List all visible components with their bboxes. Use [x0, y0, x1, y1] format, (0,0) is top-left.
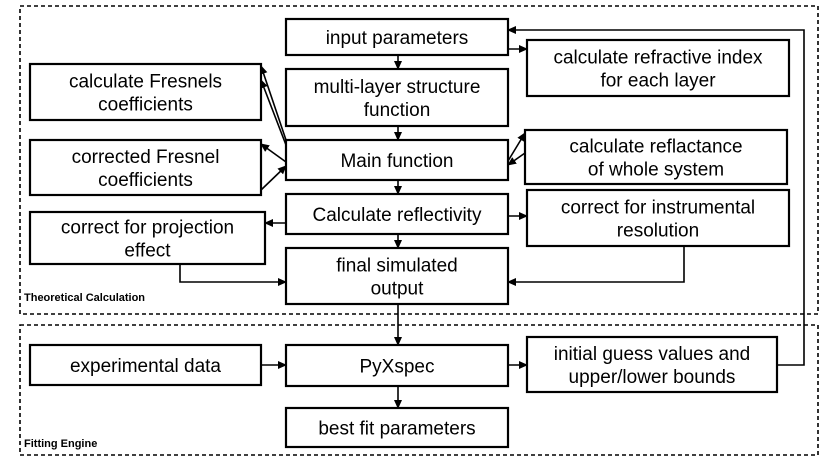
edge-reflectance-to-main: [507, 152, 526, 166]
region-theoretical-calculation: Theoretical Calculation: [19, 5, 819, 315]
node-calculate-reflactance-box: [523, 128, 789, 186]
node-input-parameters-label-line: input parameters: [326, 28, 469, 49]
node-experimental-data-label-line: experimental data: [70, 356, 221, 377]
node-multilayer-structure-function-label-line: function: [364, 100, 431, 121]
node-main-function: Main function: [284, 138, 510, 182]
node-corrected-fresnel-coefficients-label-line: corrected Fresnel: [72, 147, 220, 168]
node-calculate-reflectivity: Calculate reflectivity: [284, 192, 510, 236]
node-main-function-box: [284, 138, 510, 182]
node-correct-for-instrumental-resolution-label-line: resolution: [617, 221, 699, 242]
node-pyxspec: PyXspec: [284, 343, 510, 388]
node-input-parameters-box: [284, 17, 510, 57]
node-initial-guess-values-label-line: initial guess values and: [554, 344, 750, 365]
node-experimental-data: experimental data: [28, 343, 263, 387]
node-final-simulated-output-label-line: final simulated: [336, 256, 457, 277]
node-calculate-refractive-index-label-line: calculate refractive index: [553, 48, 763, 69]
node-correct-for-instrumental-resolution-label-line: correct for instrumental: [561, 198, 755, 219]
node-calculate-refractive-index-label-line: for each layer: [600, 71, 716, 92]
node-correct-for-projection-effect-label-line: correct for projection: [61, 218, 234, 239]
node-corrected-fresnel-coefficients-label-line: coefficients: [98, 170, 193, 191]
node-multilayer-structure-function-label-line: multi-layer structure: [314, 77, 481, 98]
node-best-fit-parameters-box: [284, 406, 510, 449]
node-pyxspec-label-line: PyXspec: [360, 357, 435, 378]
node-pyxspec-box: [284, 343, 510, 388]
node-input-parameters: input parameters: [284, 17, 510, 57]
node-correct-for-projection-effect-box: [28, 210, 267, 266]
node-calculate-fresnels-coefficients-label-line: coefficients: [98, 95, 193, 116]
node-corrected-fresnel-coefficients-box: [28, 138, 263, 197]
node-best-fit-parameters-label-line: best fit parameters: [318, 419, 475, 440]
node-final-simulated-output-label-line: output: [371, 279, 425, 300]
node-calculate-reflactance-label-line: of whole system: [588, 160, 724, 181]
region-label-theoretical: Theoretical Calculation: [24, 292, 145, 304]
node-initial-guess-values-box: [525, 335, 779, 394]
edge-projection-to-final: [179, 264, 287, 286]
node-main-function-label-line: Main function: [340, 151, 453, 172]
edge-guess-feedback-to-input: [507, 26, 805, 366]
edge-multilayer-to-fresnels: [259, 65, 287, 141]
edge-main-to-fresnels: [260, 79, 287, 146]
node-calculate-refractive-index-box: [525, 38, 791, 98]
node-calculate-fresnels-coefficients-label-line: calculate Fresnels: [69, 72, 222, 93]
region-fitting-engine: Fitting Engine: [19, 324, 819, 456]
nodes: input parameters calculate refractive in…: [28, 17, 791, 449]
edge-main-to-corrected: [260, 143, 287, 163]
node-calculate-reflactance-label-line: calculate reflactance: [569, 137, 742, 158]
node-best-fit-parameters: best fit parameters: [284, 406, 510, 449]
node-calculate-fresnels-coefficients-box: [28, 62, 263, 122]
node-multilayer-structure-function-box: [284, 67, 510, 128]
node-correct-for-instrumental-resolution-box: [525, 188, 791, 248]
edge-main-to-reflectance: [507, 132, 526, 162]
node-correct-for-projection-effect-label-line: effect: [124, 241, 171, 262]
node-calculate-reflectivity-box: [284, 192, 510, 236]
node-calculate-reflectivity-label-line: Calculate reflectivity: [313, 205, 482, 226]
edges: [179, 26, 805, 409]
node-initial-guess-values-label-line: upper/lower bounds: [569, 367, 736, 388]
node-experimental-data-box: [28, 343, 263, 387]
region-label-fitting: Fitting Engine: [24, 438, 97, 450]
node-final-simulated-output-box: [284, 246, 510, 306]
edge-instrumental-to-final: [507, 246, 685, 286]
edge-corrected-to-main: [260, 165, 287, 191]
